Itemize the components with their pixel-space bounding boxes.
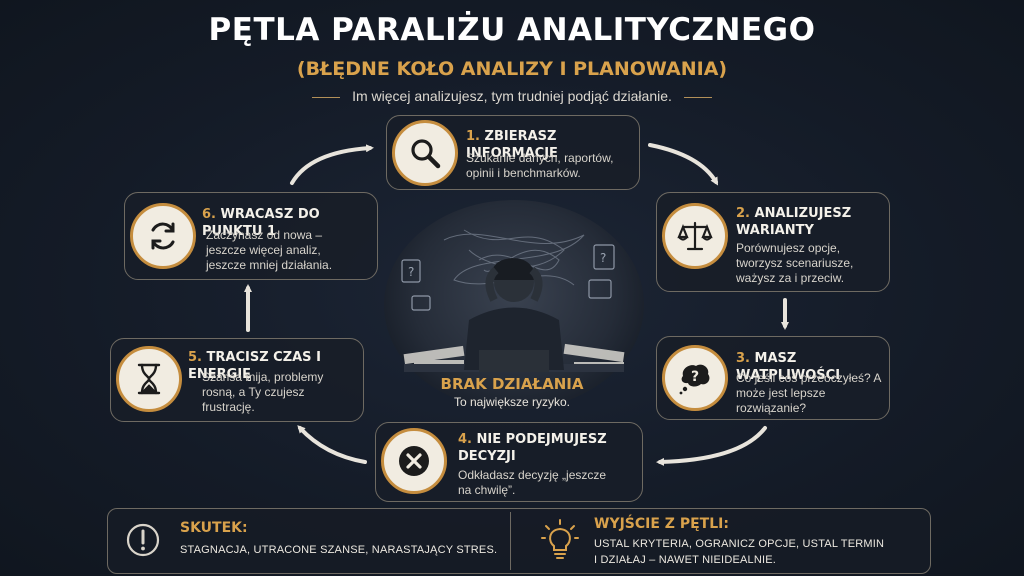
step-2-desc: Porównujesz opcje, tworzysz scenariusze,… (736, 241, 854, 285)
step-3-desc: Co jeśli coś przeoczyłeś? A może jest le… (736, 371, 881, 415)
lightbulb-icon (540, 518, 580, 567)
effect-text: STAGNACJA, UTRACONE SZANSE, NARASTAJĄCY … (180, 544, 498, 556)
exit-text-line-2: I DZIAŁAJ – NAWET NIEIDEALNIE. (594, 554, 777, 566)
step-4-title: 4. NIE PODEJMUJESZ DECYZJI (458, 432, 607, 464)
center-label: BRAK DZIAŁANIA (440, 375, 584, 393)
step-1-desc: Szukanie danych, raportów, opinii i benc… (466, 151, 614, 180)
exit-title: WYJŚCIE Z PĘTLI: (594, 516, 729, 532)
svg-text:?: ? (600, 251, 606, 265)
hourglass-icon (116, 346, 182, 412)
page-subtitle: (BŁĘDNE KOŁO ANALIZY I PLANOWANIA) (296, 58, 728, 80)
step-1-title: 1. ZBIERASZ INFORMACJE (466, 129, 558, 161)
step-5-title: 5. TRACISZ CZAS I ENERGIĘ (188, 350, 321, 382)
step-5-desc: Szansa mija, problemy rosną, a Ty czujes… (202, 370, 324, 414)
arrow-3-to-4 (656, 426, 767, 466)
step-4-desc: Odkładasz decyzję „jeszcze na chwilę”. (458, 468, 607, 497)
magnifier-icon (392, 120, 458, 186)
center-sublabel: To największe ryzyko. (453, 395, 571, 409)
warning-icon (125, 522, 161, 563)
step-3-title: 3. MASZ WĄTPLIWOŚCI (736, 351, 841, 383)
effect-title: SKUTEK: (180, 520, 248, 536)
stressed-person-illustration: ? ? (401, 229, 625, 372)
x-circle-icon (381, 428, 447, 494)
step-6-desc: Zaczynasz od nowa – jeszcze więcej anali… (206, 228, 333, 272)
question-bubble-icon: ? (662, 345, 728, 411)
arrow-1-to-2 (648, 143, 719, 186)
bottom-divider (510, 512, 511, 570)
arrow-4-to-5 (297, 425, 367, 464)
svg-text:?: ? (691, 369, 699, 385)
center-illustration: ? ? (384, 200, 644, 410)
arrow-6-to-1 (290, 144, 374, 185)
bottom-summary-bar (107, 508, 931, 574)
scales-icon (662, 203, 728, 269)
step-2-title: 2. ANALIZUJESZ WARIANTY (736, 206, 852, 238)
exit-text-line-1: USTAL KRYTERIA, OGRANICZ OPCJE, USTAL TE… (594, 538, 885, 550)
step-6-title: 6. WRACASZ DO PUNKTU 1 (202, 207, 320, 239)
refresh-icon (130, 203, 196, 269)
tagline: Im więcej analizujesz, tym trudniej podj… (312, 88, 712, 104)
page-title: PĘTLA PARALIŻU ANALITYCZNEGO (208, 12, 816, 48)
svg-text:?: ? (408, 265, 414, 279)
